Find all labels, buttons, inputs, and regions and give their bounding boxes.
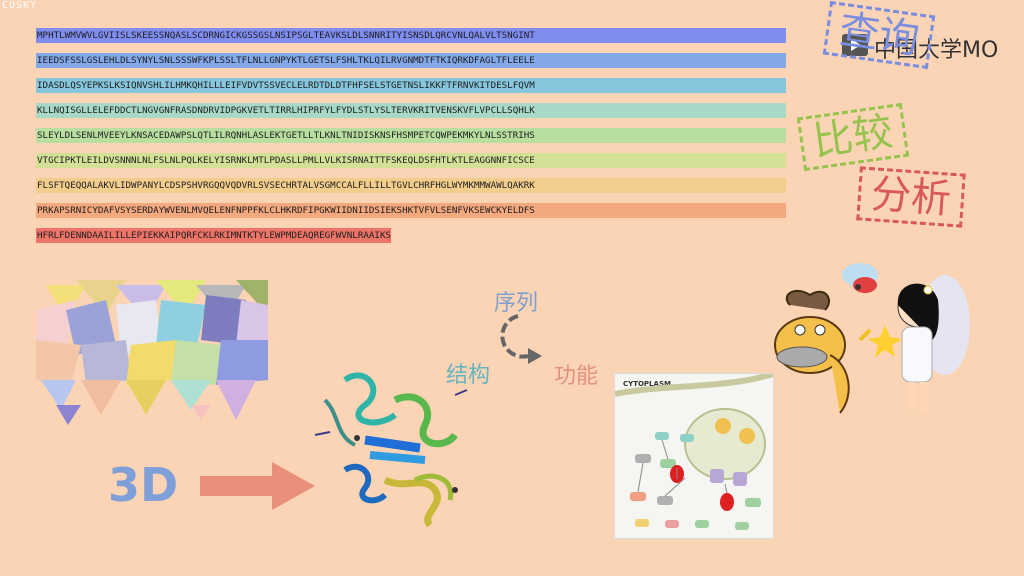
diamond-mosaic-graphic xyxy=(36,280,268,430)
stamp-compare: 比较 xyxy=(796,102,910,172)
cycle-arrow-icon xyxy=(500,314,542,364)
right-arrow-icon xyxy=(200,462,315,510)
sequence-line: IEEDSFSSLGSLEHLDLSYNYLSNLSSSWFKPLSSLTFLN… xyxy=(36,53,786,68)
stamp-analyze: 分析 xyxy=(856,166,966,228)
protein-sequence-block: MPHTLWMVWVLGVIISLSKEESSNQASLSCDRNGICKGSS… xyxy=(36,28,786,257)
sequence-line: VTGCIPKTLEILDVSNNNLNLFSLNLPQLKELYISRNKLM… xyxy=(36,153,786,168)
pathway-graphic xyxy=(615,374,773,530)
logo-text: 中国大学MO xyxy=(874,38,999,63)
sequence-line: IDASDLQSYEPKSLKSIQNVSHLILHMKQHILLLEIFVDV… xyxy=(36,78,786,93)
sequence-line: FLSFTQEQQALAKVLIDWPANYLCDSPSHVRGQQVQDVRL… xyxy=(36,178,786,193)
function-label: 功能 xyxy=(554,364,599,389)
cartoon-characters-graphic xyxy=(774,263,970,414)
sequence-line: KLLNQISGLLELEFDDCTLNGVGNFRASDNDRVIDPGKVE… xyxy=(36,103,786,118)
sequence-line: SLEYLDLSENLMVEEYLKNSACEDAWPSLQTLILRQNHLA… xyxy=(36,128,786,143)
sequence-label: 序列 xyxy=(494,291,539,316)
stamp-query: 查询 xyxy=(822,0,936,70)
watermark: CUSKY xyxy=(2,0,38,11)
play-icon xyxy=(842,34,868,56)
site-logo: 中国大学MO xyxy=(842,32,1022,63)
sequence-line: HFRLFDENNDAAILILLEPIEKKAIPQRFCKLRKIMNTKT… xyxy=(36,228,392,243)
pathway-diagram: CYTOPLASM xyxy=(614,373,774,539)
sequence-line: PRKAPSRNICYDAFVSYSERDAYWVENLMVQELENFNPPF… xyxy=(36,203,786,218)
sequence-line: MPHTLWMVWVLGVIISLSKEESSNQASLSCDRNGICKGSS… xyxy=(36,28,786,43)
three-d-label: 3D xyxy=(108,458,179,512)
structure-label: 结构 xyxy=(446,363,491,388)
protein-structure-graphic xyxy=(314,372,468,528)
pathway-title: CYTOPLASM xyxy=(623,380,671,388)
